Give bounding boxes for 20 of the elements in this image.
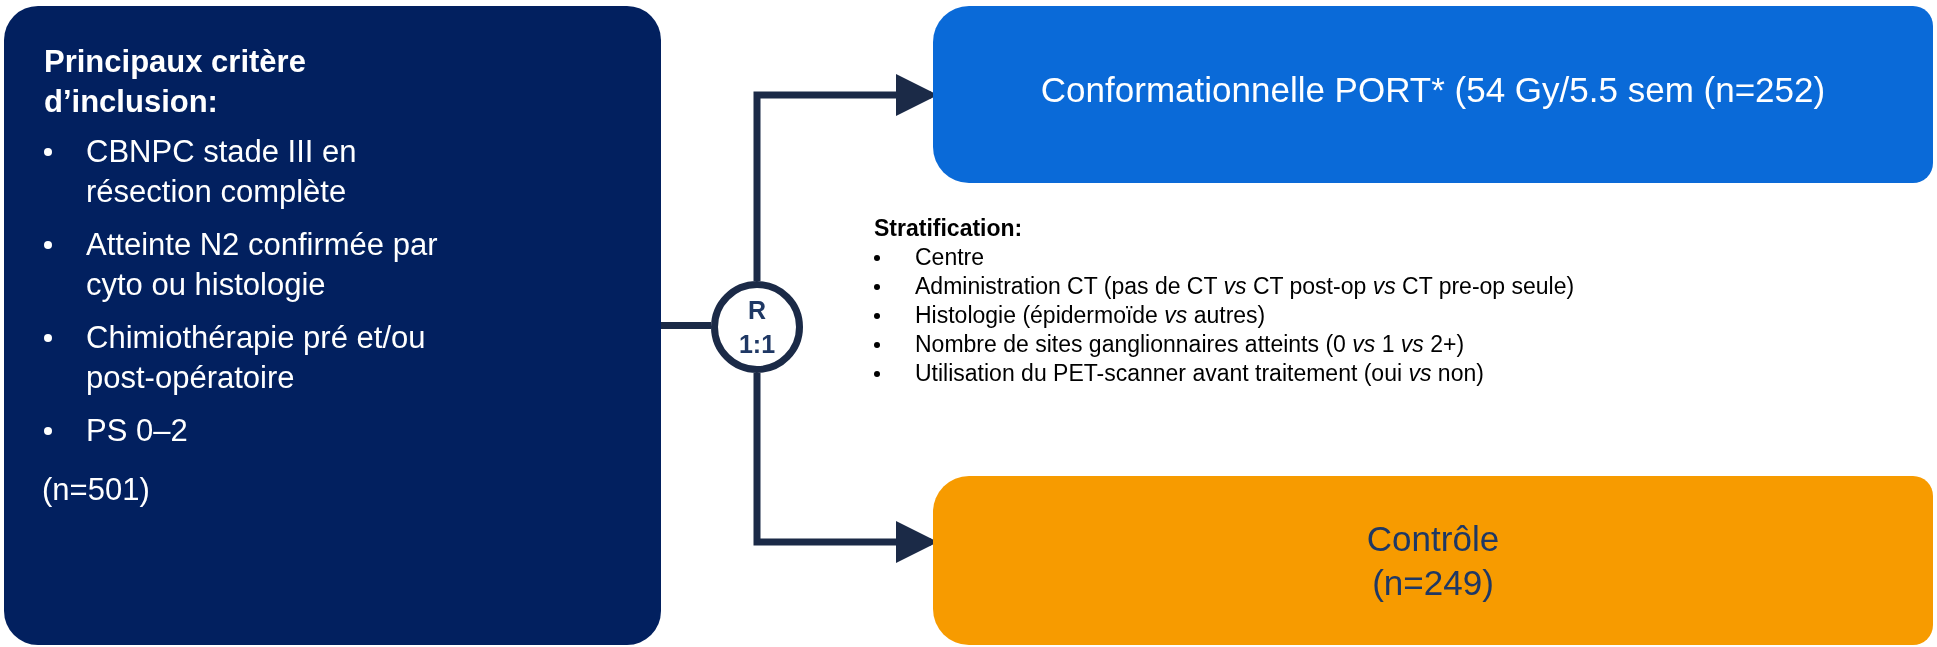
sample-size: (n=501) — [42, 471, 151, 509]
criterion-text: PS 0–2 — [86, 412, 189, 450]
treatment-arm-box — [933, 6, 1933, 183]
stratification-item: Administration CT (pas de CT vs CT post-op vs CT pre-op seule) — [915, 272, 1575, 301]
circle-text: R — [747, 295, 767, 326]
stratification-item: Utilisation du PET-scanner avant traitement (oui vs non) — [915, 359, 1484, 388]
stratification-item: Nombre de sites ganglionnaires atteints (0 vs 1 vs 2+) — [915, 330, 1465, 359]
box-heading: Principaux critère d’inclusion: — [44, 43, 307, 121]
stratification-heading: Stratification: — [874, 214, 1024, 243]
criterion-text: Chimiothérapie pré et/ou post-opératoire — [86, 319, 427, 397]
circle-text: 1:1 — [738, 329, 776, 360]
control-arm-box — [933, 476, 1933, 645]
criterion-text: Atteinte N2 confirmée par cyto ou histologie — [86, 226, 439, 304]
criterion-text: CBNPC stade III en résection complète — [86, 133, 358, 211]
arm-text: Contrôle (n=249) — [1365, 517, 1501, 604]
stratification-item: Centre — [915, 243, 985, 272]
arm-text: Conformationnelle PORT* (54 Gy/5.5 sem (n=252) — [1040, 68, 1826, 111]
criteria-box — [4, 6, 661, 645]
connector-line — [661, 322, 711, 329]
stratification-item: Histologie (épidermoïde vs autres) — [915, 301, 1266, 330]
